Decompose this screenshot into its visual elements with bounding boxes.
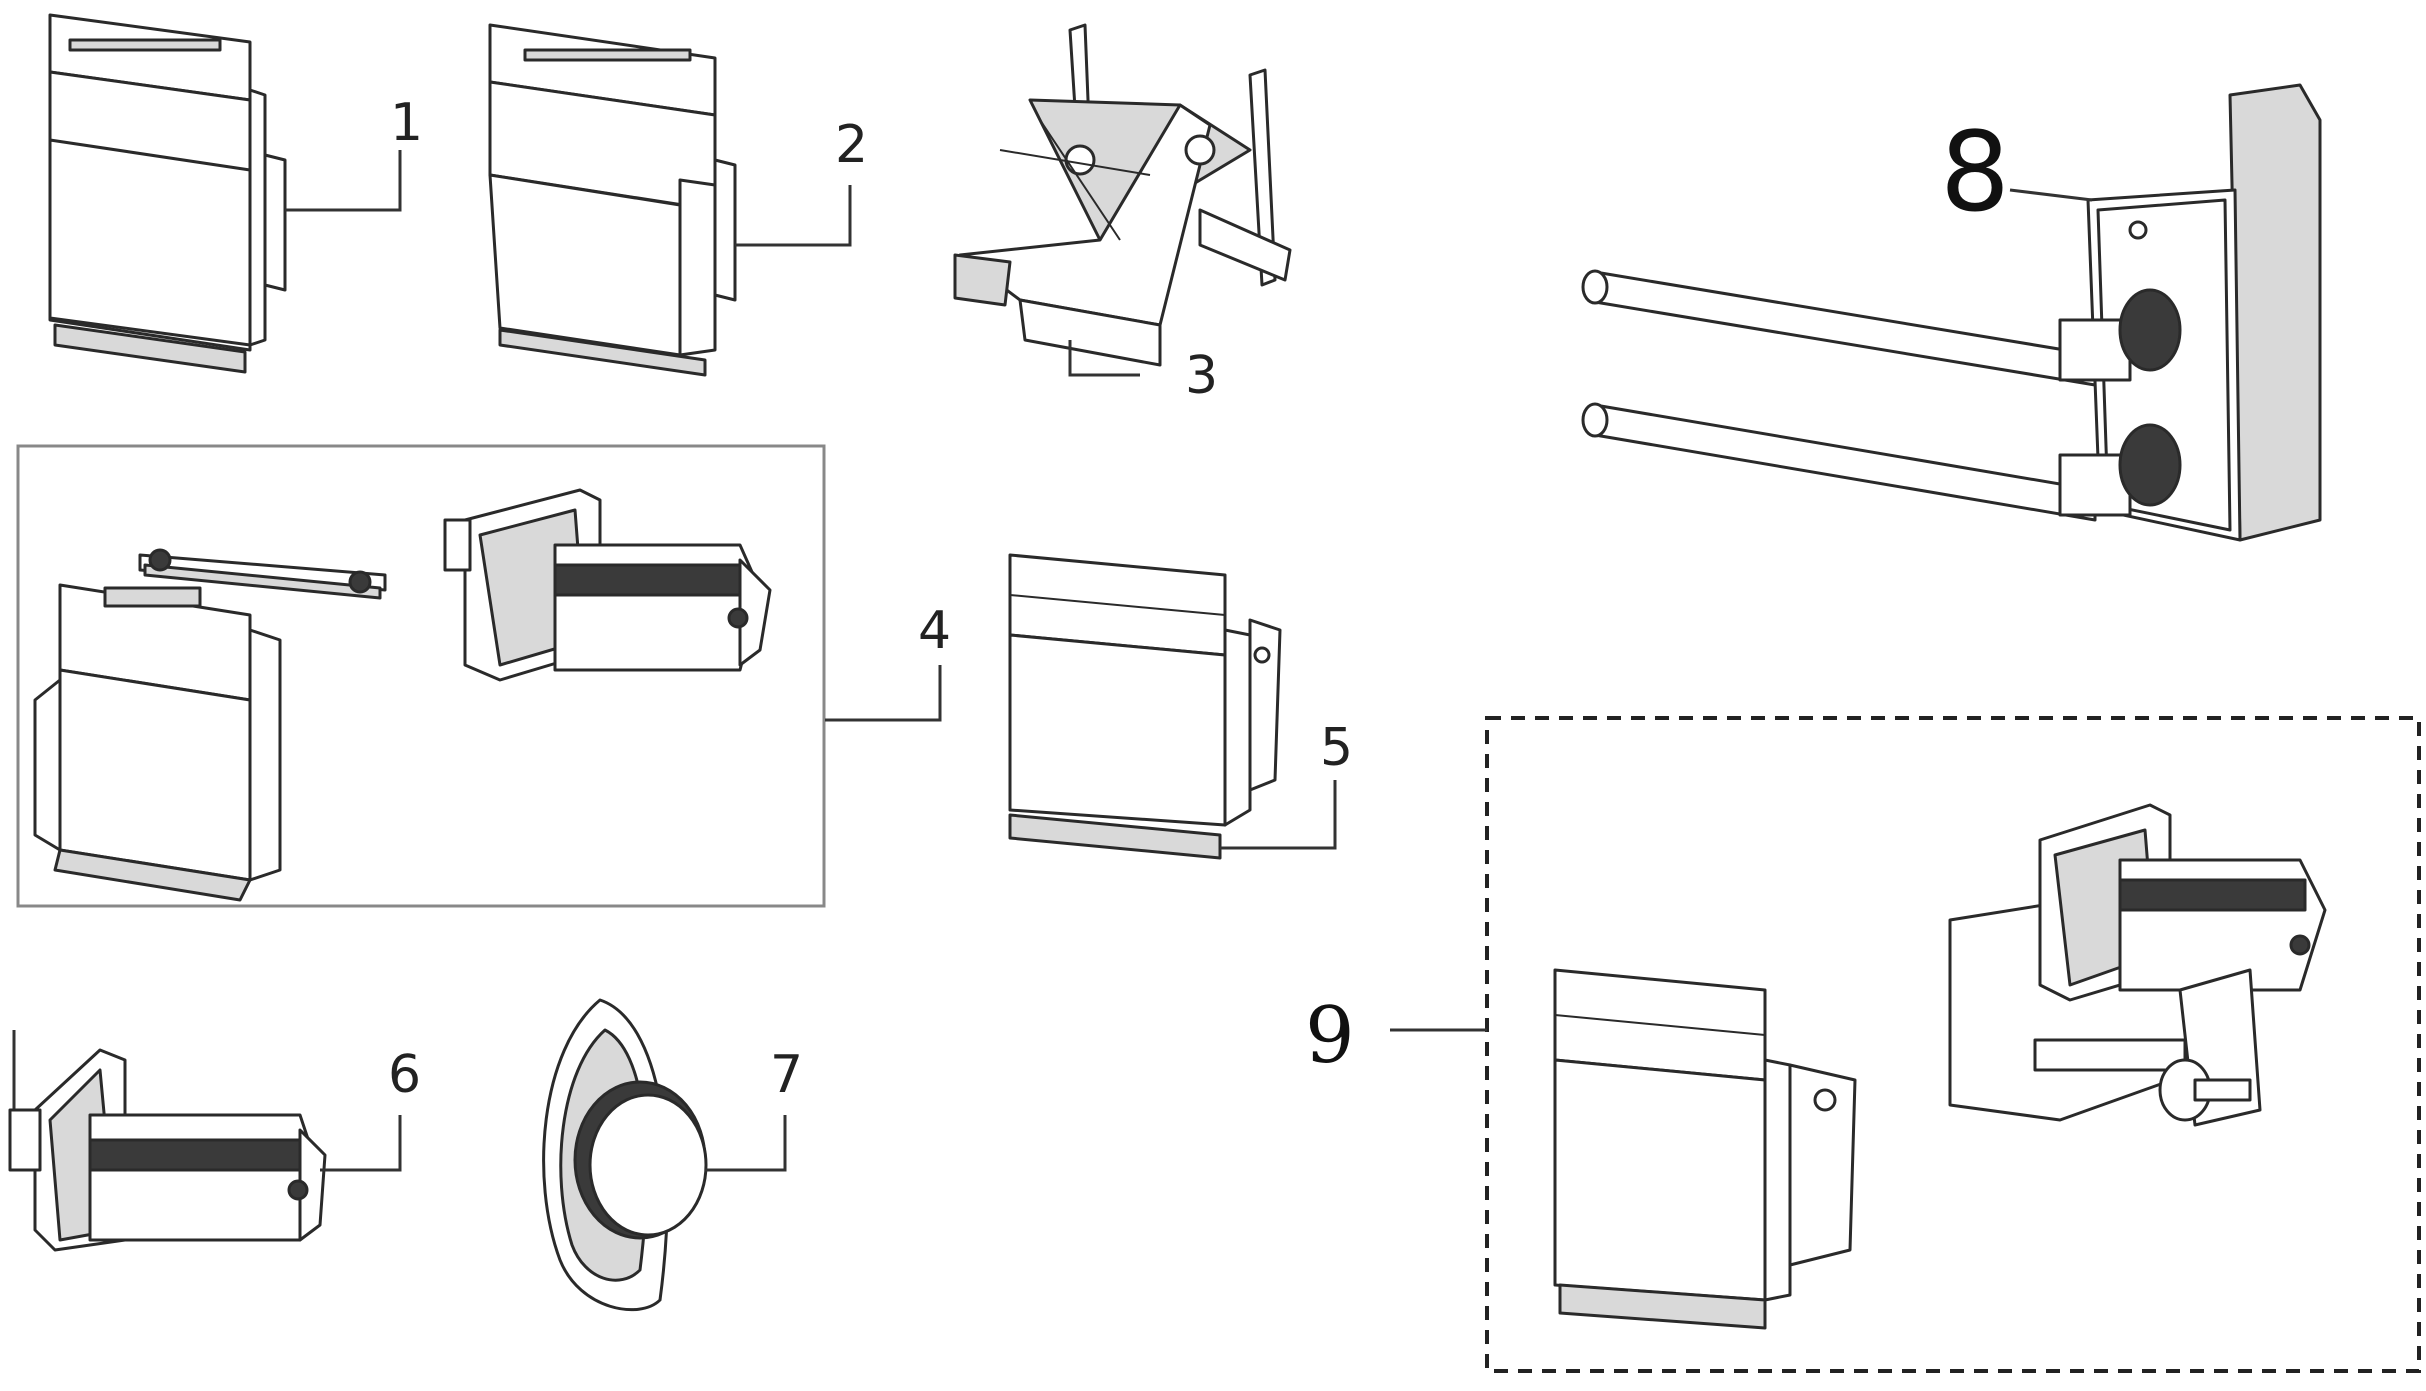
part-8-antenna-module [1581,83,2322,542]
leader-line-2 [735,185,852,247]
part-5-cover [1008,553,1282,860]
part-4-rod-assembly [138,548,387,600]
part-7-knob [542,998,708,1312]
part-2-cover [488,23,737,377]
leader-line-1 [285,150,402,212]
leader-line-6 [320,1115,402,1172]
callout-2: 2 [835,115,868,175]
part-9-print-assembly [1948,803,2327,1127]
part-9-group-frame [1485,716,2421,1373]
part-9-cover [1553,968,1857,1330]
part-6-print-module [8,1030,327,1252]
callout-7: 7 [770,1045,803,1105]
part-4-cover [33,583,282,902]
leader-line-7 [705,1115,787,1172]
leader-line-4 [825,665,942,722]
callout-8: 8 [1940,108,2010,236]
part-4-group-frame [16,444,826,908]
part-3-bracket [953,23,1292,367]
leader-line-3 [1068,340,1140,377]
callout-6: 6 [388,1045,421,1105]
leader-line-5 [1220,780,1337,850]
callout-3: 3 [1185,346,1218,406]
callout-5: 5 [1320,718,1353,778]
part-1-cover [48,13,287,374]
callout-1: 1 [390,93,423,153]
callout-9: 9 [1305,991,1355,1081]
callout-4: 4 [918,601,951,661]
part-4-print-module [443,488,772,682]
leader-line-8 [2009,188,2093,202]
